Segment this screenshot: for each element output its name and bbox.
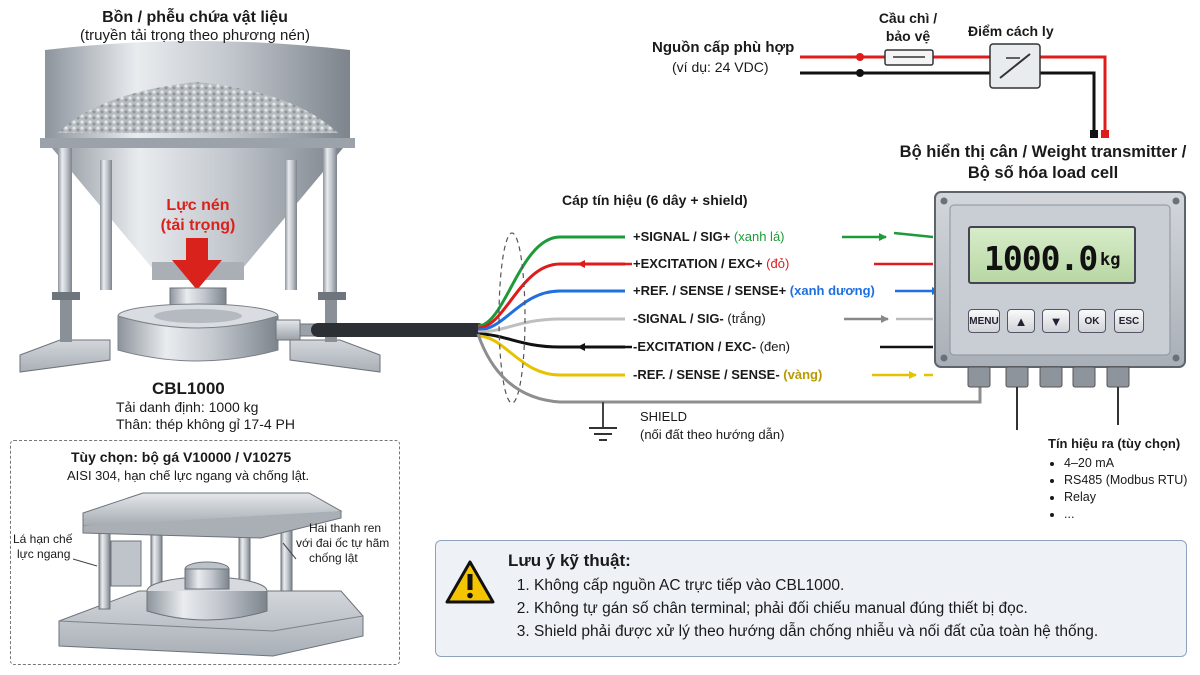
fuse-label: Cầu chì / [878, 10, 938, 26]
technical-notes-box: Lưu ý kỹ thuật: Không cấp nguồn AC trực … [435, 540, 1187, 657]
notes-title: Lưu ý kỹ thuật: [508, 551, 631, 570]
hopper-title: Bồn / phễu chứa vật liệu [102, 9, 288, 26]
wire-exc-plus [477, 262, 625, 330]
shield-note: (nối đất theo hướng dẫn) [640, 427, 785, 442]
wire-label-sig-minus: -SIGNAL / SIG- (trắng) [633, 311, 766, 326]
ground-icon [589, 427, 617, 441]
ok-key[interactable]: OK [1078, 309, 1106, 333]
wire-sense-minus [477, 334, 625, 377]
outputs-title: Tín hiệu ra (tùy chọn) [1048, 436, 1181, 451]
wire-fan [477, 231, 947, 379]
wire-label-exc-minus: -EXCITATION / EXC- (đen) [633, 339, 791, 354]
option-right-label-3: chống lật [309, 551, 358, 565]
display-value: 1000.0 [984, 239, 1098, 278]
wire-exc-minus [477, 332, 625, 349]
shield-label: SHIELD [640, 409, 687, 424]
wire-label-sig-plus: +SIGNAL / SIG+ (xanh lá) [633, 229, 785, 244]
loadcell-body: Thân: thép không gỉ 17-4 PH [116, 416, 296, 432]
output-item: RS485 (Modbus RTU) [1064, 472, 1187, 489]
isolator-label: Điểm cách ly [968, 23, 1054, 39]
fuse-label-2: bảo vệ [885, 28, 931, 44]
loadcell-model: CBL1000 [152, 379, 225, 398]
cable-title: Cáp tín hiệu (6 dây + shield) [562, 192, 748, 208]
shield-wire [476, 333, 982, 404]
cable-bundle-outline [498, 232, 526, 404]
output-item: ... [1064, 506, 1187, 523]
force-label-sub: (tải trọng) [160, 217, 236, 234]
up-key[interactable]: ▲ [1007, 309, 1035, 333]
note-item: Không tự gán số chân terminal; phải đối … [534, 600, 1098, 618]
output-item: Relay [1064, 489, 1187, 506]
menu-key[interactable]: MENU [968, 309, 1000, 333]
option-right-label: Hai thanh ren [309, 521, 382, 535]
display-unit: kg [1100, 250, 1121, 270]
option-desc: AISI 304, hạn chế lực ngang và chống lật… [67, 468, 310, 483]
wire-tail-sig-plus [893, 231, 934, 239]
power-example: (ví dụ: 24 VDC) [672, 59, 769, 75]
loadcell-rating: Tải danh định: 1000 kg [116, 399, 259, 415]
output-item: 4–20 mA [1064, 455, 1187, 472]
wire-label-sense-minus: -REF. / SENSE / SENSE- (vàng) [633, 367, 823, 382]
power-wiring [800, 43, 1109, 138]
wire-label-sense-plus: +REF. / SENSE / SENSE+ (xanh dương) [633, 283, 875, 298]
lcd-display: 1000.0 kg [968, 226, 1136, 284]
mount-kit-illustration [58, 492, 364, 657]
option-title: Tùy chọn: bộ gá V10000 / V10275 [71, 449, 292, 465]
option-right-label-2: với đai ốc tự hãm [296, 536, 390, 550]
power-label: Nguồn cấp phù hợp [652, 39, 795, 56]
wire-sig-plus [477, 235, 625, 328]
wire-label-exc-plus: +EXCITATION / EXC+ (đỏ) [633, 256, 790, 271]
wire-sense-plus [477, 289, 625, 332]
warning-icon [445, 560, 495, 604]
force-label: Lực nén [166, 197, 230, 214]
option-mount-box: Tùy chọn: bộ gá V10000 / V10275 AISI 304… [10, 440, 400, 665]
hopper-subtitle: (truyền tải trọng theo phương nén) [79, 27, 311, 44]
note-item: Shield phải được xử lý theo hướng dẫn ch… [534, 623, 1098, 641]
note-item: Không cấp nguồn AC trực tiếp vào CBL1000… [534, 577, 1098, 595]
option-left-label: Lá hạn chế [13, 532, 73, 546]
wire-sig-minus [477, 317, 625, 334]
option-left-label-2: lực ngang [17, 547, 71, 561]
down-key[interactable]: ▼ [1042, 309, 1070, 333]
notes-list: Không cấp nguồn AC trực tiếp vào CBL1000… [508, 577, 1098, 646]
outputs-list: 4–20 mA RS485 (Modbus RTU) Relay ... [1048, 455, 1187, 523]
device-title: Bộ hiển thị cân / Weight transmitter / [899, 143, 1187, 161]
device-title-2: Bộ số hóa load cell [967, 164, 1119, 182]
esc-key[interactable]: ESC [1114, 309, 1144, 333]
